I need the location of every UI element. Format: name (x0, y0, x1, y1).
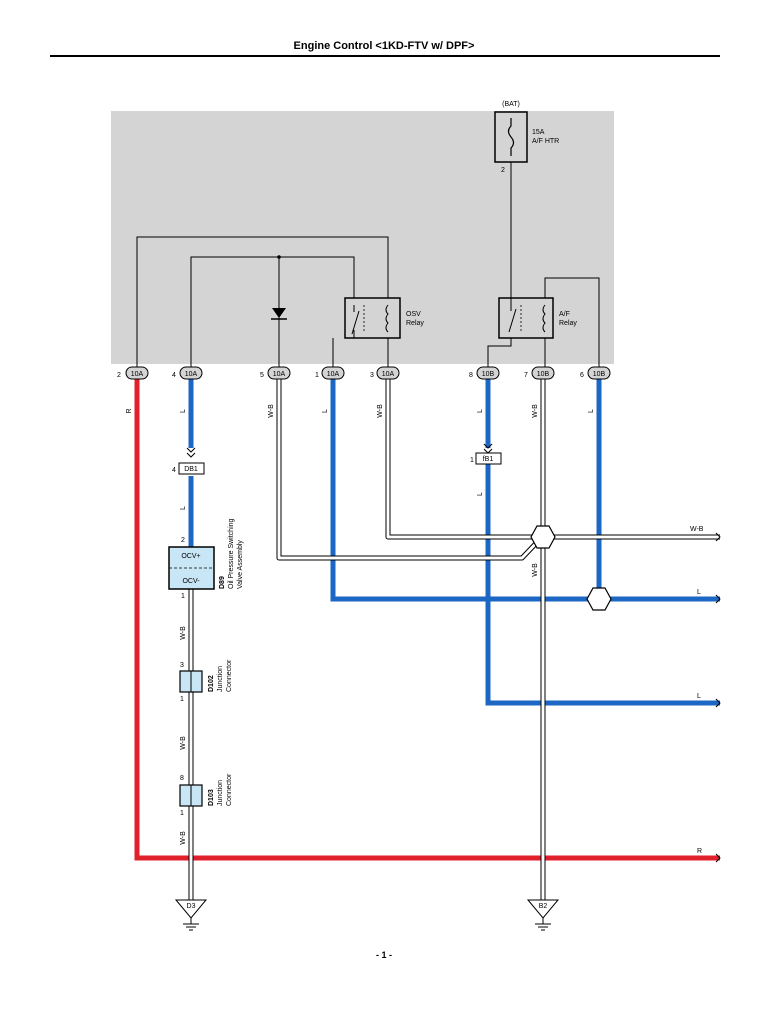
ground-label: B2 (539, 903, 548, 910)
ocv-pin-bottom: 1 (181, 593, 185, 600)
fb1-pin: 1 (470, 457, 474, 464)
wire-color-label: L (477, 409, 484, 413)
wire-color-label: L (180, 506, 187, 510)
internal-wires (136, 236, 600, 367)
blue-wires (188, 379, 720, 706)
wb-splice (530, 525, 556, 549)
ground-label: D3 (187, 903, 196, 910)
ground-icon (174, 899, 208, 931)
d103-code: D103 (208, 789, 215, 806)
d102-name-1: Junction (217, 666, 224, 692)
d102-pin-bottom: 1 (180, 696, 184, 703)
wire-color-label: L (477, 492, 484, 496)
page-title: Engine Control <1KD-FTV w/ DPF> (293, 40, 475, 52)
af-relay-label-1: A/F (559, 311, 570, 318)
ocv-name-2: Valve Assembly (237, 540, 244, 589)
ground-icon (526, 899, 560, 931)
ocv-code: D89 (219, 576, 226, 589)
connector-pin: 4 (172, 372, 176, 379)
connector-code: 10A (131, 371, 144, 378)
fuse-source: (BAT) (502, 101, 520, 108)
page-number: - 1 - (375, 950, 392, 960)
ocv-plus-label: OCV+ (181, 553, 200, 560)
wire-color-label: R (126, 408, 133, 413)
connector-pin: 1 (315, 372, 319, 379)
ocv-minus-label: OCV- (182, 578, 200, 585)
wire-color-label: W-B (180, 626, 187, 640)
splice-point (277, 255, 281, 259)
d103-name-1: Junction (217, 780, 224, 806)
osv-relay-label-1: OSV (406, 311, 421, 318)
ocv-pin-top: 2 (181, 537, 185, 544)
wire-color-label: W-B (180, 736, 187, 750)
connector-pin: 5 (260, 372, 264, 379)
title-rule (50, 55, 720, 57)
output-label-l2: L (697, 693, 701, 700)
connector-code: 10A (185, 371, 198, 378)
wire-color-label: W-B (377, 404, 384, 418)
db1-inline-connector (178, 447, 205, 475)
d102-junction-connector (179, 670, 203, 693)
d103-pin-top: 8 (180, 775, 184, 782)
db1-pin: 4 (172, 467, 176, 474)
d103-pin-bottom: 1 (180, 810, 184, 817)
fuse-pin: 2 (501, 167, 505, 174)
connector-code: 10B (482, 371, 495, 378)
connector-code: 10B (593, 371, 606, 378)
wire-color-label: W-B (532, 563, 539, 577)
fuse-rating: 15A (532, 129, 545, 136)
af-relay-label-2: Relay (559, 320, 577, 327)
fuse-name: A/F HTR (532, 138, 559, 145)
connector-pin: 7 (524, 372, 528, 379)
wire-color-label: W-B (532, 404, 539, 418)
wire-color-label: L (180, 409, 187, 413)
db1-code: DB1 (184, 466, 198, 473)
wire-color-label: W-B (268, 404, 275, 418)
blue-splice (586, 587, 612, 611)
wire-color-label: L (322, 409, 329, 413)
output-arrows (715, 532, 721, 863)
diode-icon (271, 308, 287, 320)
osv-relay (344, 297, 401, 339)
d103-name-2: Connector (226, 773, 233, 806)
connector-pin: 8 (469, 372, 473, 379)
connector-pin: 2 (117, 372, 121, 379)
af-relay (498, 297, 554, 339)
connector-code: 10B (537, 371, 550, 378)
connector-code: 10A (382, 371, 395, 378)
connector-tabs (125, 366, 611, 380)
ocv-name-1: Oil Pressure Switching (228, 518, 235, 589)
connector-code: 10A (327, 371, 340, 378)
connector-code: 10A (273, 371, 286, 378)
output-label-wb: W-B (690, 526, 704, 533)
red-wire (134, 379, 720, 861)
wire-color-label: L (588, 409, 595, 413)
wire-color-label: W-B (180, 831, 187, 845)
fb1-code: fB1 (483, 456, 494, 463)
osv-relay-label-2: Relay (406, 320, 424, 327)
fb1-inline-connector (475, 443, 502, 465)
white-black-wires (188, 379, 720, 900)
fuse-element-icon (507, 118, 515, 156)
d102-name-2: Connector (226, 659, 233, 692)
d102-code: D102 (208, 675, 215, 692)
output-label-l1: L (697, 589, 701, 596)
output-label-r: R (697, 848, 702, 855)
connector-pin: 6 (580, 372, 584, 379)
d102-pin-top: 3 (180, 662, 184, 669)
connector-pin: 3 (370, 372, 374, 379)
d103-junction-connector (179, 784, 203, 807)
